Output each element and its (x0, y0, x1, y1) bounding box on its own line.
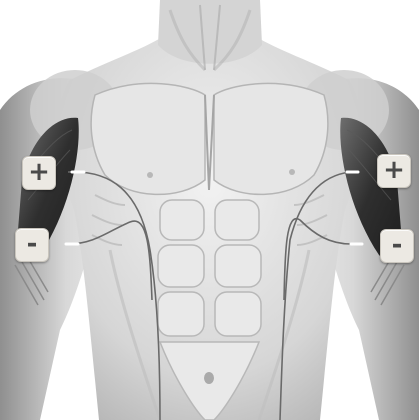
minus-symbol: - (27, 231, 38, 257)
right-negative-electrode[interactable]: - (380, 229, 414, 263)
right-pectoral (214, 83, 328, 194)
minus-symbol: - (392, 232, 403, 258)
left-positive-electrode[interactable]: + (22, 156, 56, 190)
navel (204, 372, 214, 384)
right-positive-electrode[interactable]: + (377, 154, 411, 188)
left-pectoral (91, 83, 205, 194)
plus-symbol: + (28, 159, 50, 185)
left-negative-electrode[interactable]: - (15, 228, 49, 262)
plus-symbol: + (383, 157, 405, 183)
neck (158, 0, 262, 64)
